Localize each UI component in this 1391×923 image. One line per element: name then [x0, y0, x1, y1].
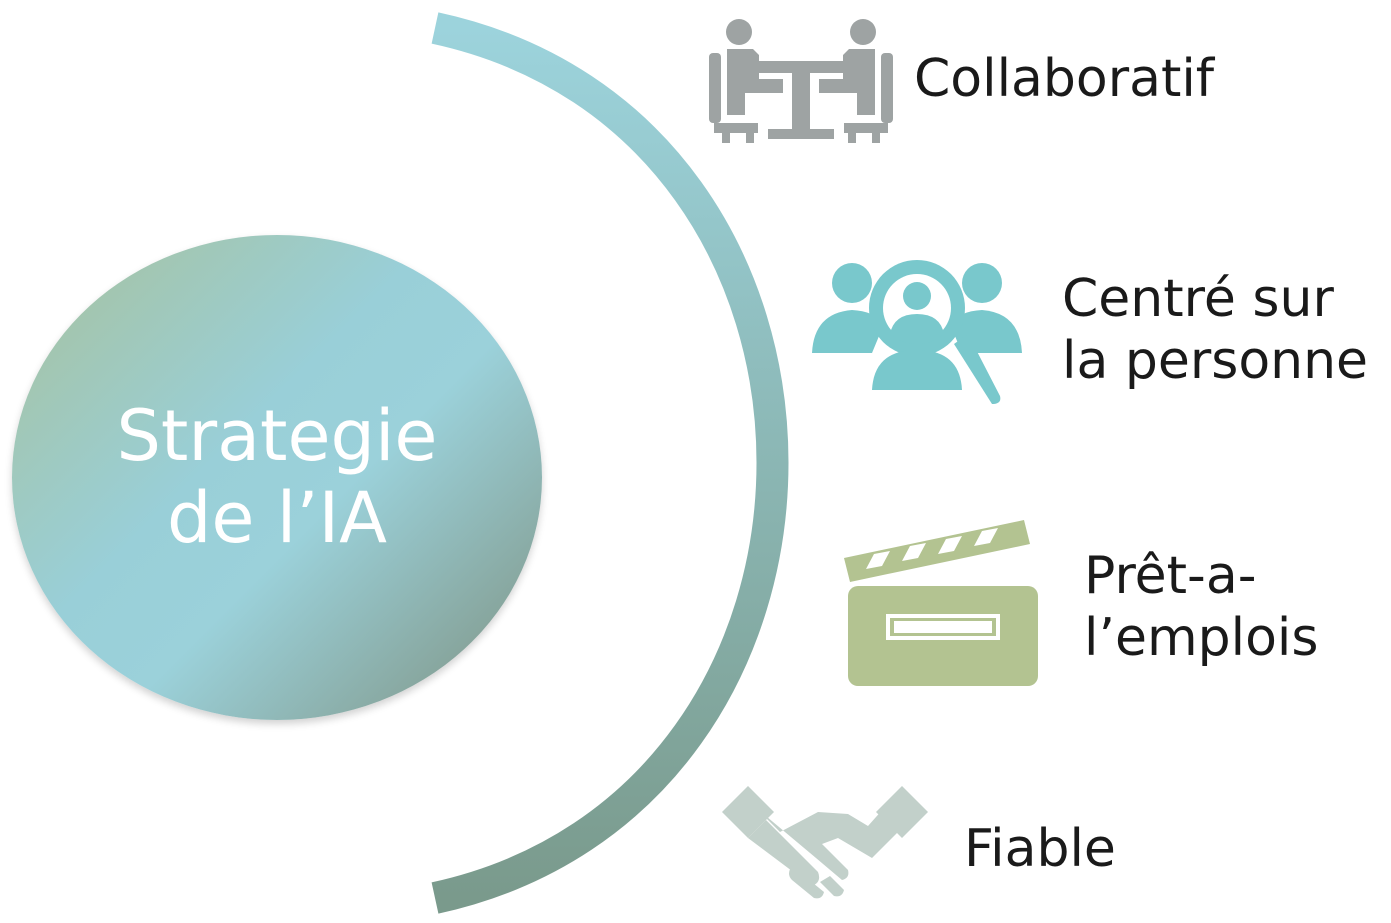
- label-centre-sur-la-personne: Centré sur la personne: [1062, 269, 1369, 392]
- clapperboard-icon: [844, 520, 1038, 686]
- label-pret-a-lemplois: Prêt-a- l’emplois: [1084, 546, 1319, 669]
- label-collaboratif: Collaboratif: [914, 49, 1215, 109]
- label-fiable: Fiable: [964, 819, 1116, 879]
- handshake-icon: [722, 786, 928, 899]
- center-circle: Strategie de l’IA: [12, 235, 542, 720]
- center-title-line-1: Strategie: [116, 394, 438, 477]
- person-search-icon: [812, 260, 1022, 404]
- meeting-people-icon: [709, 19, 893, 143]
- center-title-line-2: de l’IA: [167, 476, 387, 559]
